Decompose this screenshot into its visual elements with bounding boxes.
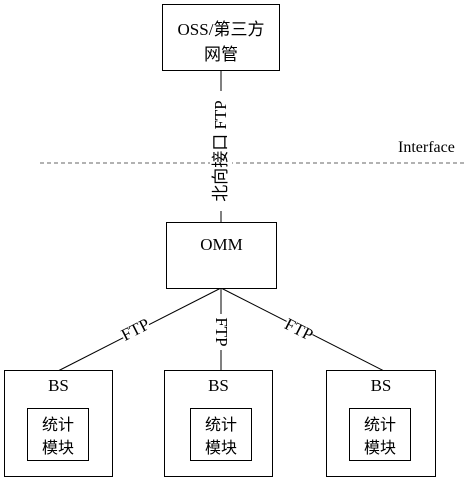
- stats-module-1-line1: 统计: [41, 417, 74, 434]
- stats-module-3: 统计 模块: [349, 408, 411, 461]
- omm-box: OMM: [166, 222, 277, 289]
- interface-label: Interface: [398, 139, 455, 156]
- stats-module-3-line2: 模块: [363, 440, 396, 457]
- ftp-label-middle: FTP: [211, 314, 231, 350]
- bs-node-1-title: BS: [48, 376, 69, 395]
- stats-module-2-line2: 模块: [204, 440, 237, 457]
- oss-box-line1: OSS/第三方: [177, 20, 265, 39]
- stats-module-1-line2: 模块: [41, 440, 74, 457]
- stats-module-2-line1: 统计: [204, 417, 237, 434]
- bs-node-3: BS 统计 模块: [326, 370, 436, 477]
- oss-box-line2: 网管: [204, 45, 238, 64]
- northbound-interface-label: 北向接口 FTP: [210, 91, 232, 211]
- omm-label: OMM: [200, 235, 243, 254]
- bs-node-1: BS 统计 模块: [4, 370, 113, 477]
- bs-node-3-title: BS: [370, 376, 392, 395]
- oss-box: OSS/第三方 网管: [162, 4, 280, 71]
- bs-node-2-title: BS: [208, 376, 229, 395]
- stats-module-1: 统计 模块: [27, 408, 89, 461]
- stats-module-3-line1: 统计: [363, 417, 396, 434]
- stats-module-2: 统计 模块: [190, 408, 252, 461]
- bs-node-2: BS 统计 模块: [164, 370, 273, 477]
